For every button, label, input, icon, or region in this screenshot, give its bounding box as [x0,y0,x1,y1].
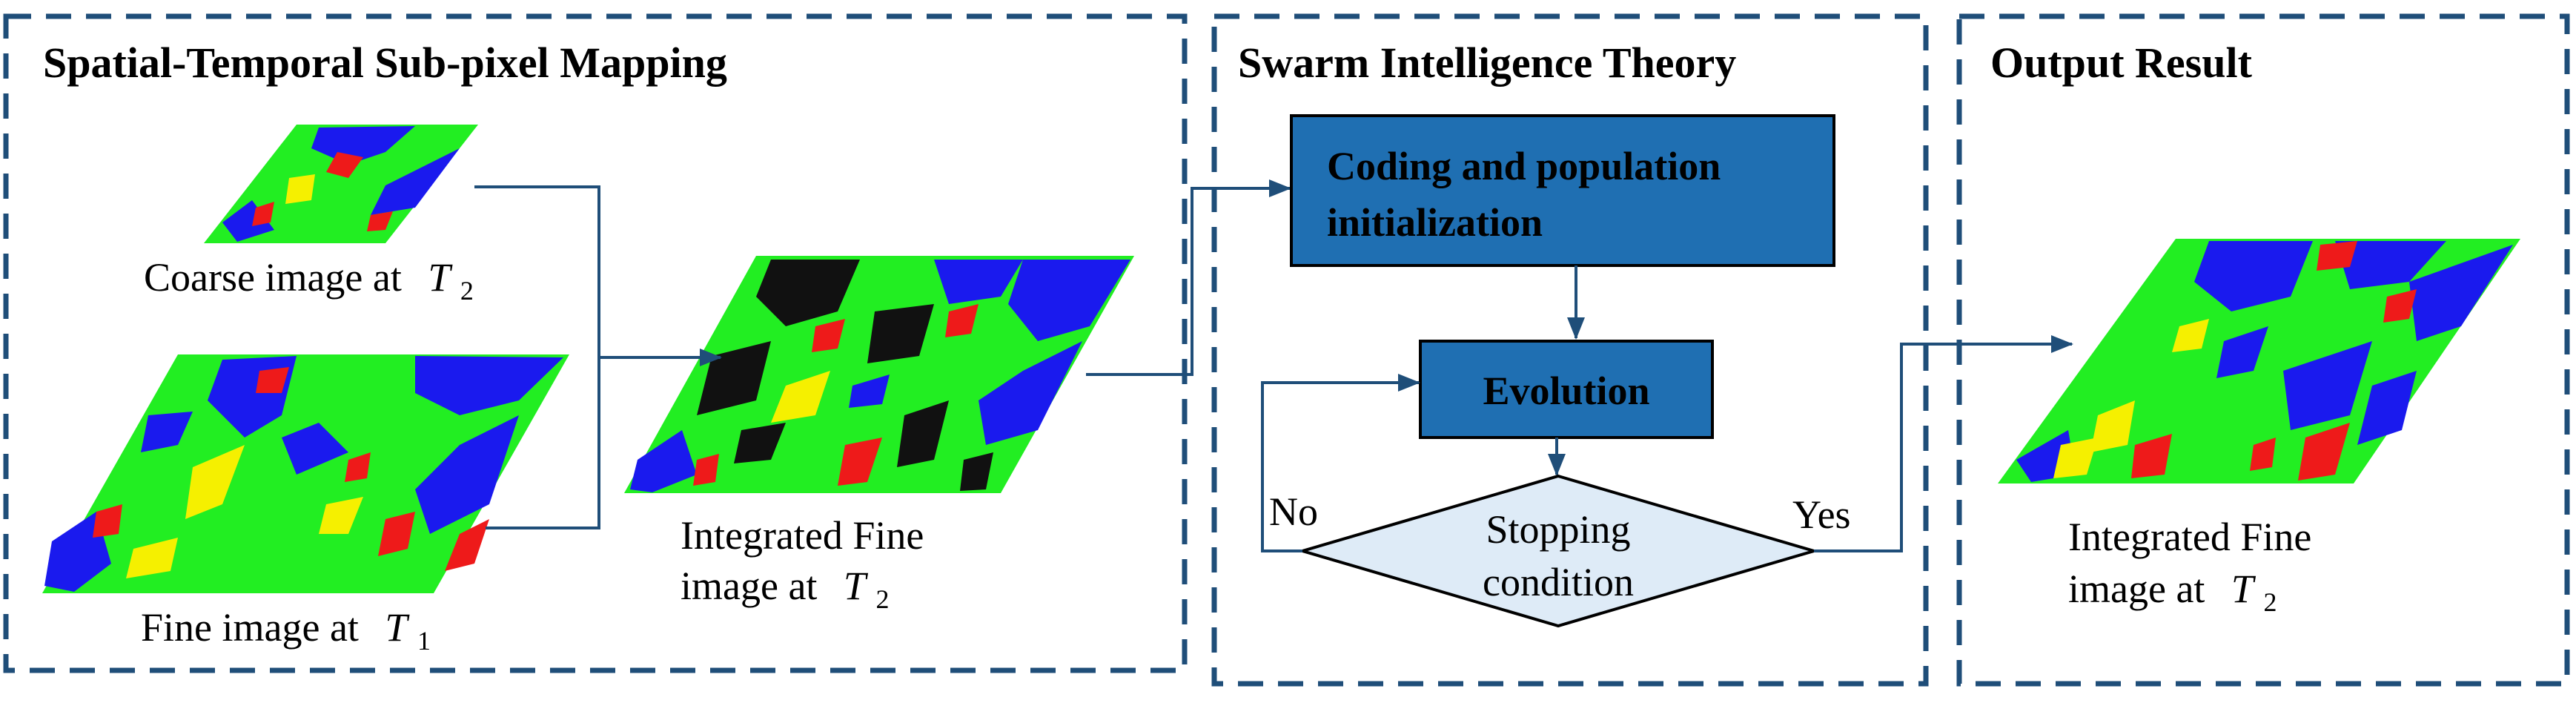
to-swarm-connector [1086,179,1291,376]
output-caption-var: T [2231,567,2257,611]
fine-caption-var: T [385,605,410,650]
yes-connector [1814,335,2073,552]
evolution-box-label: Evolution [1483,369,1649,413]
fine-image [42,354,569,593]
integrated-image [624,256,1134,493]
output-image-caption-line1: Integrated Fine [2068,515,2311,559]
no-label: No [1269,489,1318,534]
evolution-box [1419,340,1714,439]
stopping-condition-diamond [1297,474,1820,628]
panel-output-title: Output Result [1990,39,2253,87]
panel-swarm-border [1211,13,1929,687]
yes-label: Yes [1792,492,1851,537]
coarse-image [204,125,478,243]
coarse-caption-prefix: Coarse image at [144,255,402,300]
coarse-image-caption: Coarse image at T 2 [144,255,474,306]
integrated-caption-sub: 2 [875,584,889,614]
integrated-image-caption-line1: Integrated Fine [681,513,924,558]
output-image-caption-line2: image at T 2 [2068,567,2277,617]
integrated-image-caption-line2: image at T 2 [681,564,889,614]
init-box [1290,114,1835,267]
panel-mapping-border [3,13,1188,673]
init-box-line1: Coding and population [1327,144,1721,188]
panel-mapping-title: Spatial-Temporal Sub-pixel Mapping [43,39,727,87]
init-box-line2: initialization [1327,200,1543,245]
output-image [1998,239,2520,483]
fine-caption-prefix: Fine image at [141,605,359,650]
output-caption-sub: 2 [2263,587,2277,617]
stopping-condition-line2: condition [1483,560,1634,604]
integrated-caption-var: T [844,564,869,608]
output-caption-prefix: image at [2068,567,2205,611]
panel-output-border [1956,13,2570,687]
stopping-condition-line1: Stopping [1486,507,1630,552]
no-loop-connector [1261,374,1420,552]
fine-image-caption: Fine image at T 1 [141,605,431,656]
merge-connector [474,185,722,529]
coarse-caption-var: T [428,255,453,300]
fine-caption-sub: 1 [417,626,431,656]
panel-swarm-title: Swarm Intelligence Theory [1238,39,1736,87]
coarse-caption-sub: 2 [460,276,474,306]
integrated-caption-prefix: image at [681,564,817,608]
